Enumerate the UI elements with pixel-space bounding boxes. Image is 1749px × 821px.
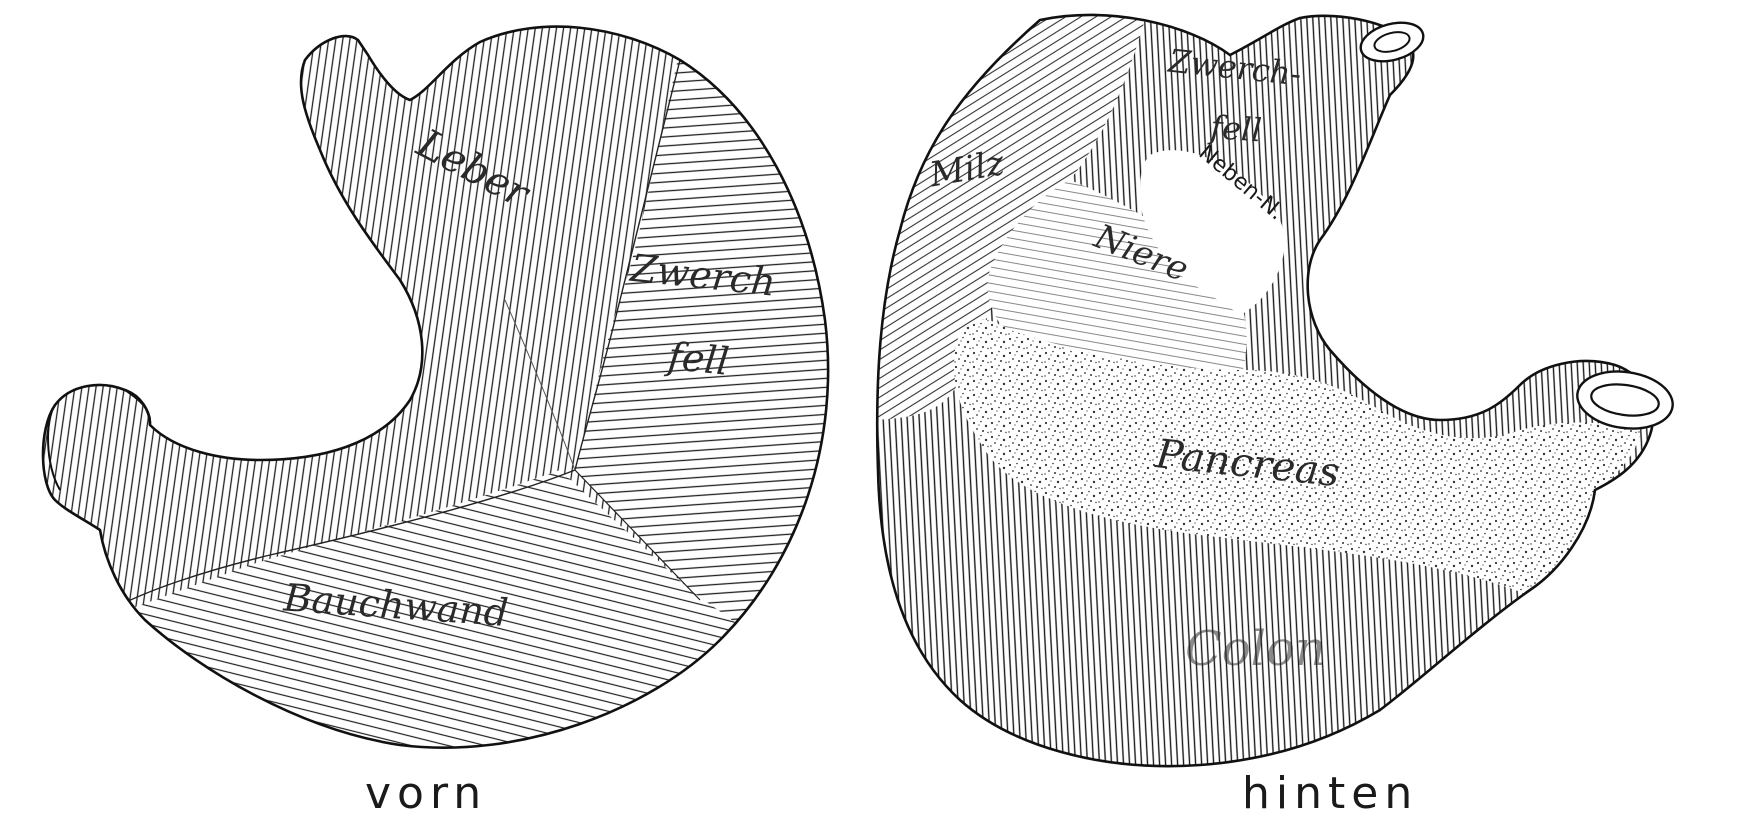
label-colon: Colon <box>1185 621 1326 677</box>
front-stomach <box>0 0 900 821</box>
caption-front: vorn <box>365 768 487 819</box>
label-diaphragm-back-line2: fell <box>1207 108 1263 150</box>
caption-back: hinten <box>1242 768 1418 819</box>
label-diaphragm-front-line2: fell <box>663 333 731 383</box>
back-stomach <box>860 0 1720 821</box>
